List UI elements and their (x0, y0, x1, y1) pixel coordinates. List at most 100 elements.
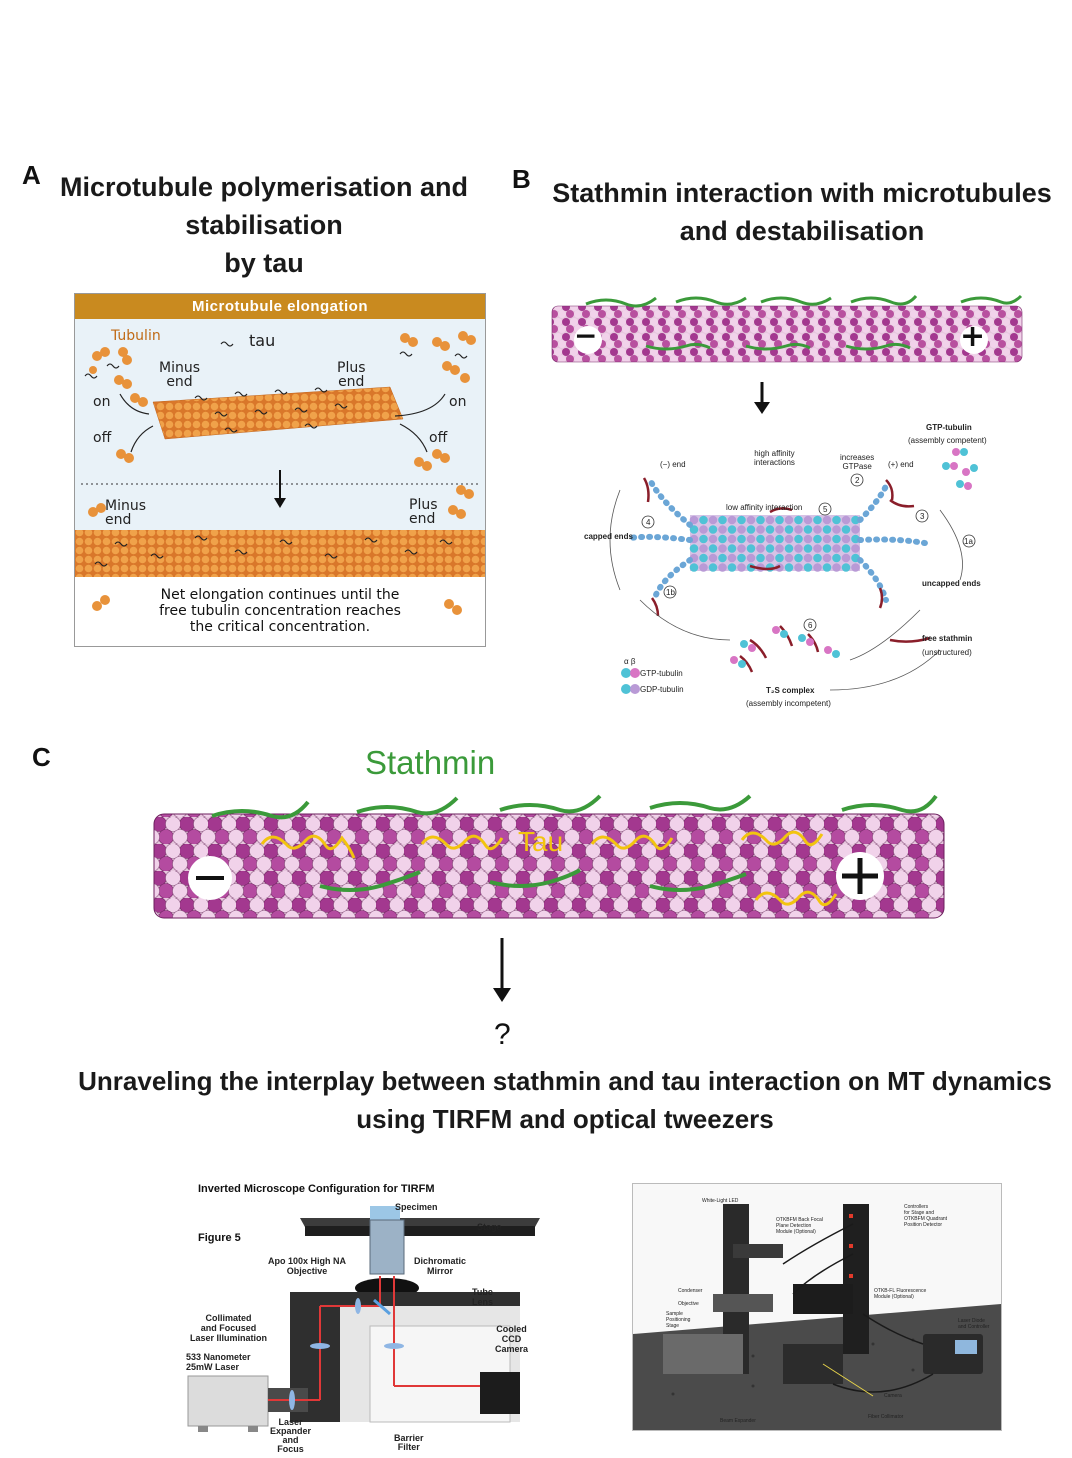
plus-end-circle-b (960, 326, 988, 354)
step-1b-label: 1b (666, 588, 675, 597)
lattice-dimer (765, 553, 775, 563)
laser-label: 533 Nanometer 25mW Laser (186, 1352, 251, 1372)
stathmin-strands-b (585, 294, 1023, 351)
panel-c-letter: C (32, 742, 51, 772)
free-stathmin-label: free stathmin (922, 634, 973, 643)
lattice-dimer (841, 515, 851, 525)
lattice-dimer (841, 553, 851, 563)
bfp-line2: Plane Detection (776, 1223, 812, 1229)
down-arrow-b (754, 382, 770, 414)
lattice-dimer (784, 534, 794, 544)
panel-c-title-line2: using TIRFM and optical tweezers (356, 1104, 774, 1134)
specimen (370, 1206, 400, 1220)
lattice-dimer (699, 525, 708, 534)
lattice-dimer (851, 515, 860, 525)
lattice-dimer (794, 534, 803, 544)
controllers-line3: OTKBFM Quadrant (904, 1216, 948, 1222)
collimated-line2: and Focused (200, 1323, 257, 1333)
lattice-dimer (832, 534, 841, 544)
lattice-dimer (803, 515, 813, 525)
panel-c-title: Unraveling the interplay between stathmi… (60, 1062, 1070, 1138)
question-mark: ? (494, 1018, 511, 1051)
tubulin-label: Tubulin (111, 328, 161, 344)
lattice-dimer (832, 515, 841, 525)
step-2-label: 2 (855, 476, 860, 485)
lattice-dimer (746, 534, 756, 544)
end-word-top-right: end (338, 374, 365, 390)
unstructured-label: (unstructured) (922, 648, 972, 657)
camera-label: Cooled CCD Camera (495, 1324, 528, 1354)
lattice-dimer (708, 515, 718, 525)
stathmin-strands-c (211, 794, 938, 892)
uncapped-ends-label: uncapped ends (922, 579, 981, 588)
dichromatic-line1: Dichromatic (414, 1256, 467, 1266)
lattice-dimer (699, 563, 708, 572)
tau-strands-c (260, 830, 838, 907)
fluor-line2: Module (Optional) (874, 1294, 914, 1300)
note-line1: Net elongation continues until the (160, 587, 400, 603)
minus-end-label-top: Minus end (159, 361, 200, 389)
lattice-dimer (813, 544, 822, 553)
lattice-dimer (803, 525, 813, 534)
laser-line1: 533 Nanometer (186, 1352, 251, 1362)
elongation-note: Net elongation continues until the free … (115, 587, 445, 635)
panel-a-title-line3: by tau (224, 248, 304, 278)
collimated-line1: Collimated (205, 1313, 252, 1323)
ccd-camera (480, 1372, 520, 1414)
camera-photo-label: Camera (884, 1393, 902, 1399)
lattice-dimer (803, 534, 813, 544)
laser-line2: 25mW Laser (186, 1362, 240, 1372)
tirfm-microscope-illustration (187, 1206, 540, 1432)
panel-a-title-line2: stabilisation (185, 210, 343, 240)
lattice-dimer (822, 534, 832, 544)
panel-a-title: Microtubule polymerisation and stabilisa… (54, 168, 474, 282)
sample-line1: Sample (666, 1311, 683, 1317)
gtp-tubulin-title: GTP-tubulin (926, 423, 972, 432)
tau-label: tau (249, 331, 276, 350)
on-label-right: on (449, 394, 467, 410)
lattice-dimer (699, 534, 708, 544)
lattice-dimer (708, 534, 718, 544)
lattice-dimer (746, 515, 756, 525)
plus-end-label-top: Plus end (337, 361, 366, 389)
lattice-dimer (803, 553, 813, 563)
lattice-dimer (784, 553, 794, 563)
mt-body-b (551, 305, 1023, 363)
legend-gdp-label: GDP-tubulin (640, 685, 684, 694)
stathmin-label-c: Stathmin (365, 744, 496, 781)
bfp-line3: Module (Optional) (776, 1229, 816, 1235)
lattice-dimer (822, 544, 832, 553)
collimated-line3: Laser Illumination (190, 1333, 268, 1343)
lattice-dimer (784, 525, 794, 534)
lattice-dimer (718, 563, 727, 572)
tau-marks-lower (94, 535, 453, 567)
gtpase-line: GTPase (842, 462, 872, 471)
lattice-dimer (851, 544, 860, 553)
lattice-dimer (737, 515, 746, 525)
controllers-line2: for Stage and (904, 1210, 935, 1216)
lattice-dimer (727, 563, 737, 572)
lattice-dimer (737, 563, 746, 572)
objective-line2: Objective (286, 1266, 328, 1276)
step-4-label: 4 (646, 518, 651, 527)
lattice-dimer (775, 534, 784, 544)
free-gtp-dimers (942, 448, 978, 490)
controllers-line1: Controllers (904, 1204, 929, 1210)
end-word-bottom-left: end (105, 512, 132, 528)
lattice-dimer (765, 515, 775, 525)
lattice-dimer (841, 544, 851, 553)
tau-marks-free (84, 341, 468, 379)
lattice-dimer (765, 544, 775, 553)
high-affinity-line2: interactions (754, 458, 795, 467)
dichromatic-label: Dichromatic Mirror (414, 1256, 466, 1276)
down-arrow-c (493, 938, 511, 1002)
low-affinity-label: low affinity interaction (726, 503, 803, 512)
elongation-note-area (75, 577, 485, 646)
free-tubulin-left (88, 347, 148, 611)
expander-line3: and (282, 1435, 299, 1445)
panel-c-title-line1: Unraveling the interplay between stathmi… (78, 1066, 1052, 1096)
upper-microtubule (152, 386, 404, 440)
lattice-dimer (746, 553, 756, 563)
t2s-complex-label: T₂S complex (766, 686, 815, 695)
expander-line2: Expander (270, 1426, 312, 1436)
